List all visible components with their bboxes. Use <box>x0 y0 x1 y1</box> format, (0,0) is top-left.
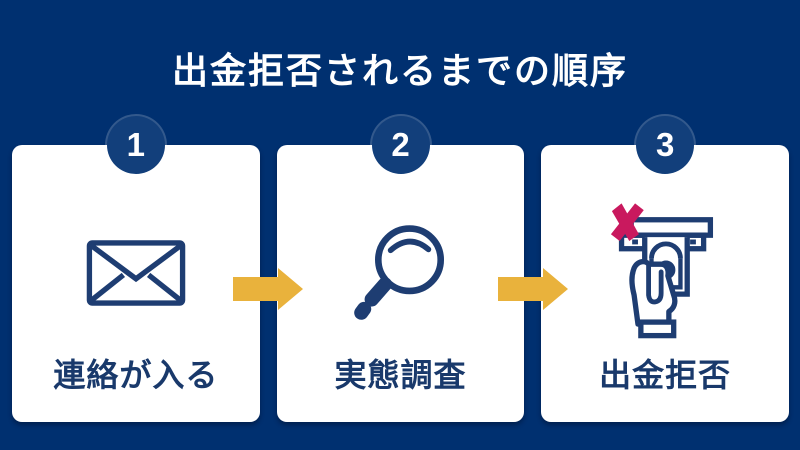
step-label: 連絡が入る <box>53 357 219 393</box>
step-number: 3 <box>655 126 675 163</box>
step-number: 1 <box>126 126 145 163</box>
step-card-3: 3 <box>541 116 790 422</box>
steps-row: 1 連絡が入る 2 <box>12 116 790 422</box>
arrow-right-icon <box>498 268 568 310</box>
step-icon-wrap <box>277 193 525 353</box>
atm-withdrawal-denied-icon <box>611 203 714 339</box>
step-icon-wrap <box>541 193 789 353</box>
step-card-1: 1 連絡が入る <box>12 116 260 422</box>
envelope-icon <box>86 240 186 306</box>
step-number: 2 <box>391 126 410 163</box>
step-number-badge: 2 <box>371 116 430 174</box>
step-card-2: 2 実態調査 <box>276 116 525 422</box>
step-number-badge: 3 <box>636 116 695 174</box>
step-icon-wrap <box>12 193 260 353</box>
denied-cross-icon <box>611 203 644 241</box>
step-number-badge: 1 <box>106 116 165 174</box>
page-title: 出金拒否されるまでの順序 <box>171 50 628 91</box>
step-label: 実態調査 <box>334 357 467 393</box>
arrow-right-icon <box>233 268 303 310</box>
step-label: 出金拒否 <box>599 357 732 393</box>
magnifier-icon <box>353 225 444 320</box>
